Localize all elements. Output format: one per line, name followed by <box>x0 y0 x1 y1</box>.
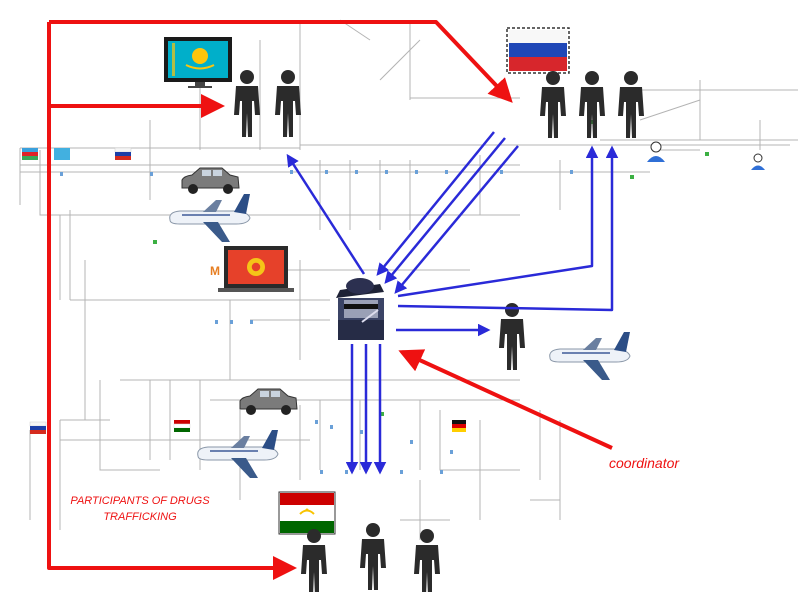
small-flag-kazakhstan-icon <box>54 148 70 160</box>
person-silhouette-icon <box>360 523 386 590</box>
airplane-icon <box>549 331 631 381</box>
spy-coordinator-icon <box>336 278 384 340</box>
person-silhouette-icon <box>275 70 301 137</box>
person-silhouette-icon <box>499 303 525 370</box>
blue-connection-arrows <box>286 131 619 475</box>
person-silhouette-icon <box>540 71 566 138</box>
small-flag-tajikistan-icon <box>173 420 191 432</box>
small-flag-germany-icon <box>452 420 466 432</box>
participants-label-line1: PARTICIPANTS OF DRUGS <box>70 495 210 507</box>
small-flag-azerbaijan-icon <box>22 148 38 160</box>
user-avatar-icon <box>647 141 665 162</box>
person-silhouette-icon <box>618 71 644 138</box>
small-flag-russia-left-icon <box>29 421 47 434</box>
participants-label-line2: TRAFFICKING <box>103 511 177 523</box>
participants-label: PARTICIPANTS OF DRUGS TRAFFICKING <box>30 493 250 525</box>
background-network-lines <box>19 19 798 540</box>
person-silhouette-icon <box>579 71 605 138</box>
person-silhouette-icon <box>234 70 260 137</box>
kazakhstan-flag-monitor-icon <box>164 37 232 88</box>
kyrgyzstan-flag-monitor-icon: M <box>210 246 294 292</box>
user-avatar-icon <box>751 153 765 170</box>
airplane-icon <box>169 193 251 243</box>
coordinator-label: coordinator <box>609 455 680 471</box>
russia-flag-icon <box>506 27 570 74</box>
red-connection-arrows <box>47 20 613 580</box>
person-silhouette-icon <box>414 529 440 592</box>
small-flag-russia-icon <box>114 147 132 160</box>
background-nodes <box>60 170 573 474</box>
person-silhouette-icon <box>301 529 327 592</box>
tajikistan-flag-icon <box>278 491 336 535</box>
airplane-icon <box>197 429 279 479</box>
svg-text:M: M <box>210 264 220 278</box>
car-icon <box>239 388 298 416</box>
